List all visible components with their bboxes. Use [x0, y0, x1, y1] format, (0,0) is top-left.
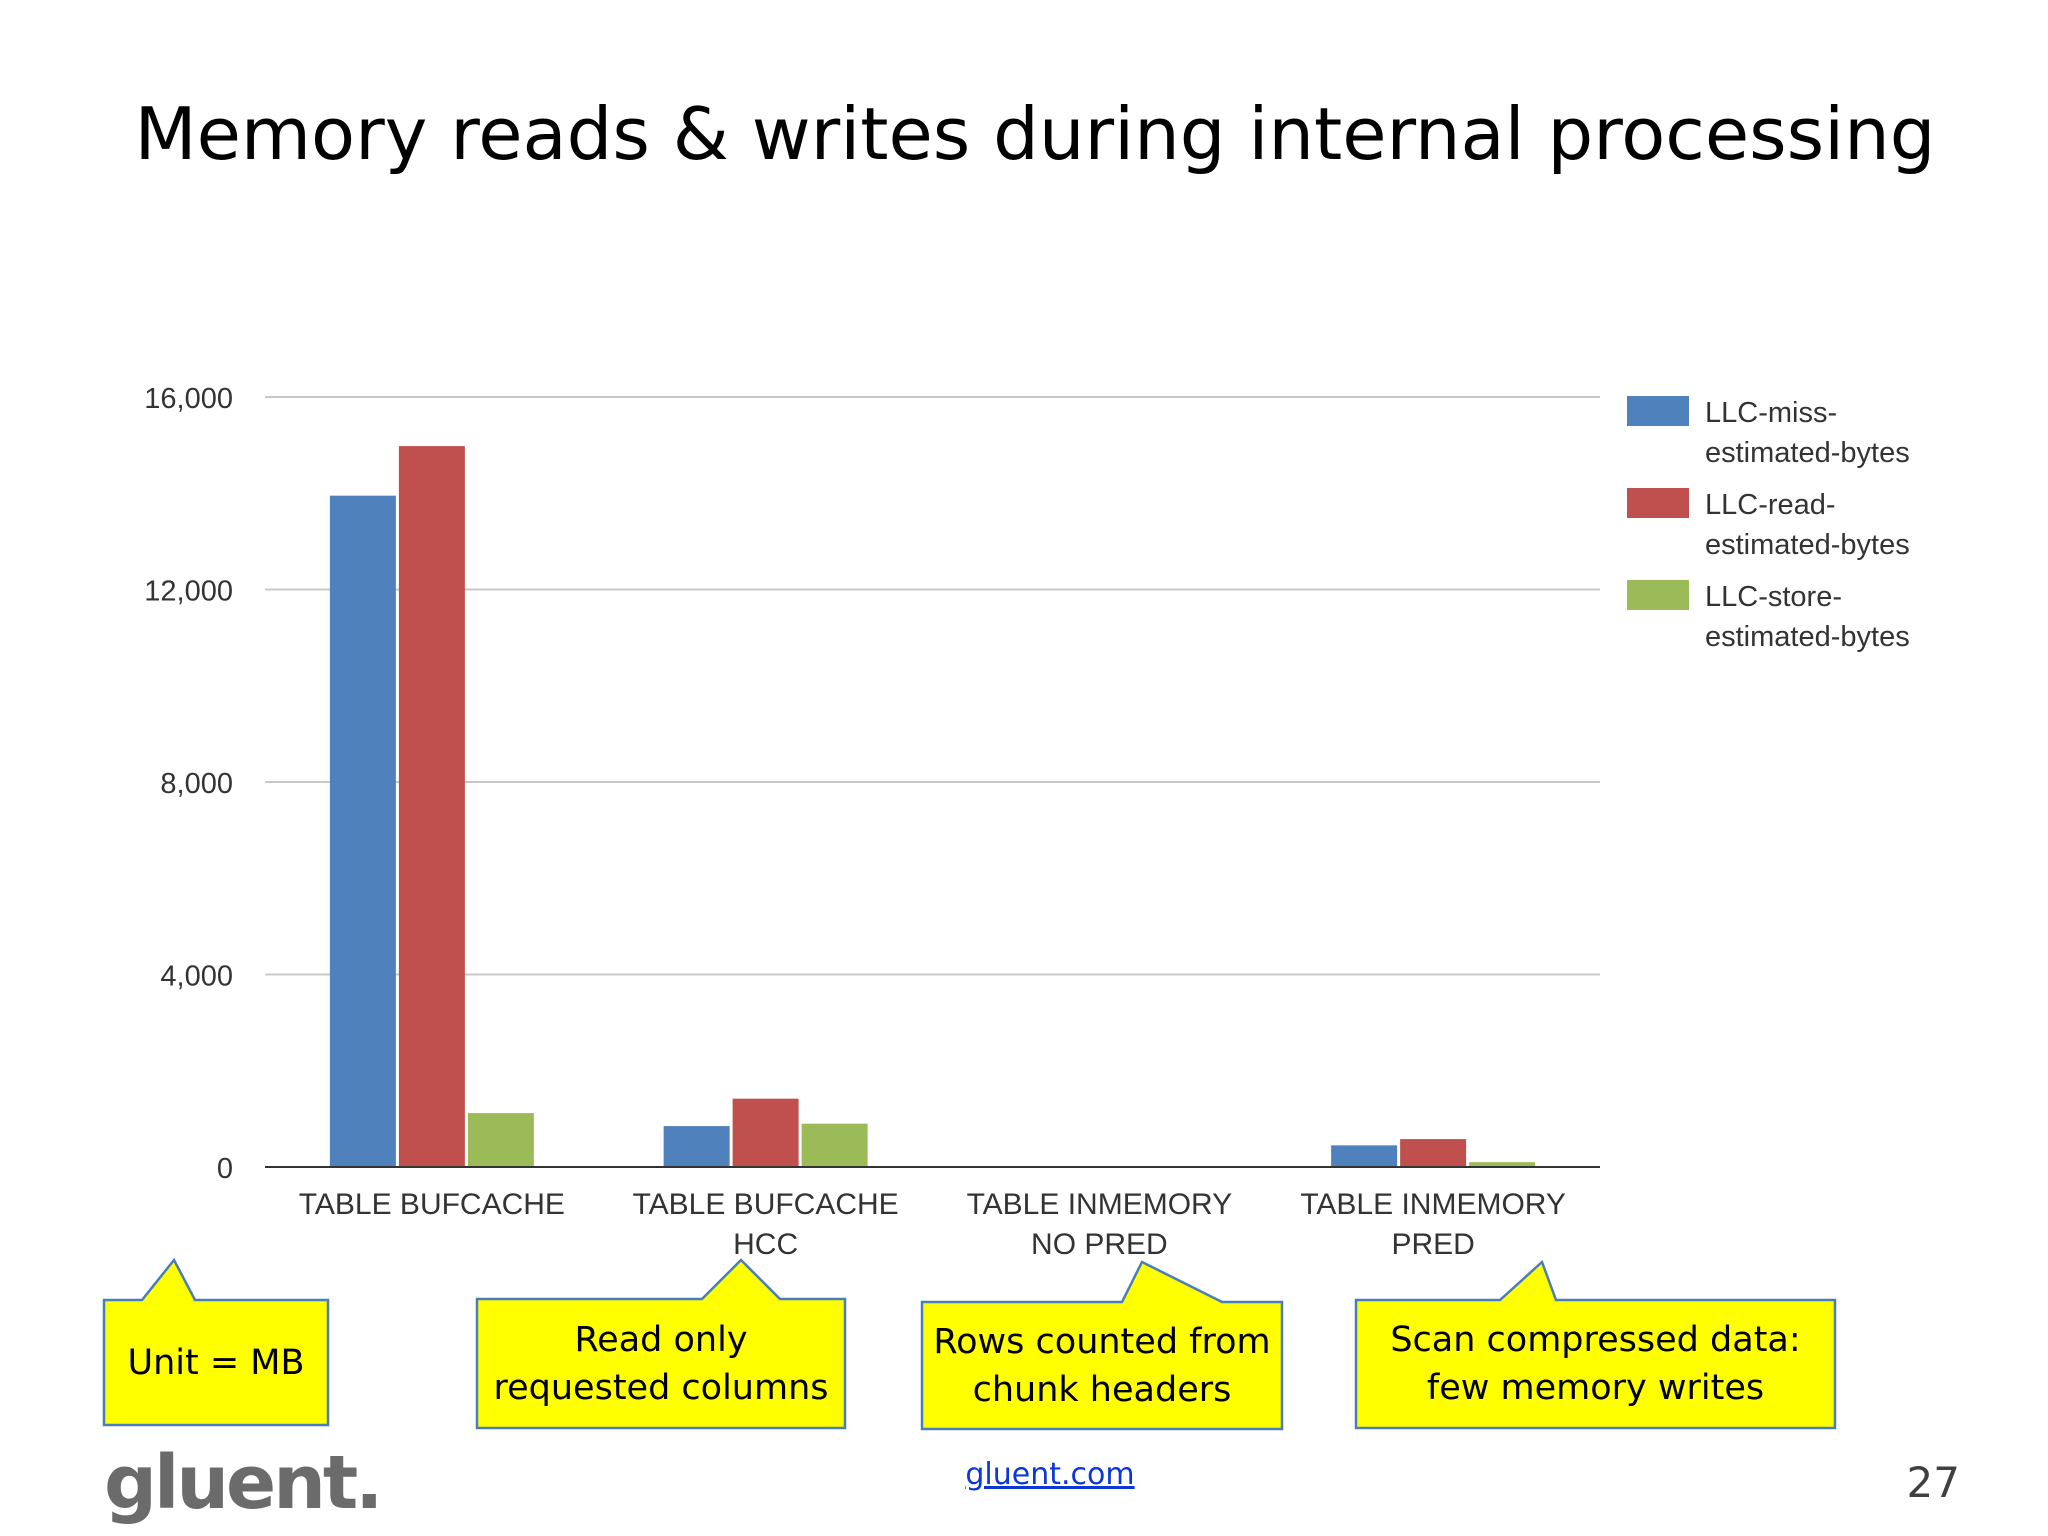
bar [398, 446, 465, 1167]
bar [329, 495, 396, 1167]
x-tick-label: TABLE INMEMORY [1300, 1188, 1566, 1221]
x-tick-label: TABLE BUFCACHE [299, 1188, 565, 1221]
legend-label: estimated-bytes [1705, 529, 1910, 561]
bar [1469, 1162, 1536, 1167]
legend-label: LLC-store- [1705, 581, 1842, 613]
page-number: 27 [1906, 1458, 1960, 1507]
legend-label: estimated-bytes [1705, 437, 1910, 469]
callout-read-only: Read only requested columns [493, 1319, 829, 1408]
legend-swatch [1627, 396, 1689, 426]
bar [1331, 1145, 1398, 1167]
x-tick-label: HCC [733, 1228, 798, 1261]
legend-swatch [1627, 488, 1689, 518]
callout-shape [475, 1258, 847, 1430]
x-tick-label: PRED [1391, 1228, 1474, 1261]
callout-unit: Unit = MB [127, 1342, 305, 1383]
callout-rows-counted: Rows counted from chunk headers [933, 1321, 1271, 1410]
callout-scan-compressed: Scan compressed data: few memory writes [1390, 1320, 1801, 1408]
y-tick-label: 4,000 [160, 961, 233, 993]
legend-label: LLC-read- [1705, 489, 1836, 521]
y-tick-label: 12,000 [144, 576, 233, 608]
x-tick-label: TABLE INMEMORY [967, 1188, 1233, 1221]
bar [663, 1126, 730, 1167]
callout-shape [1354, 1259, 1837, 1430]
bar [1400, 1139, 1467, 1167]
footer-link[interactable]: gluent.com [965, 1457, 1135, 1492]
bar [732, 1098, 799, 1167]
callout-shape [920, 1260, 1284, 1431]
y-tick-label: 0 [217, 1153, 233, 1185]
legend-label: estimated-bytes [1705, 621, 1910, 653]
x-tick-label: TABLE BUFCACHE [633, 1188, 899, 1221]
bar [801, 1123, 868, 1167]
y-tick-label: 8,000 [160, 768, 233, 800]
legend-label: LLC-miss- [1705, 397, 1837, 429]
bar [467, 1113, 534, 1167]
slide-title: Memory reads & writes during internal pr… [134, 92, 1936, 176]
x-tick-label: NO PRED [1031, 1228, 1168, 1261]
callout-shape [102, 1257, 330, 1427]
gluent-logo: gluent. [104, 1440, 383, 1526]
legend-swatch [1627, 580, 1689, 610]
y-tick-label: 16,000 [144, 383, 233, 415]
